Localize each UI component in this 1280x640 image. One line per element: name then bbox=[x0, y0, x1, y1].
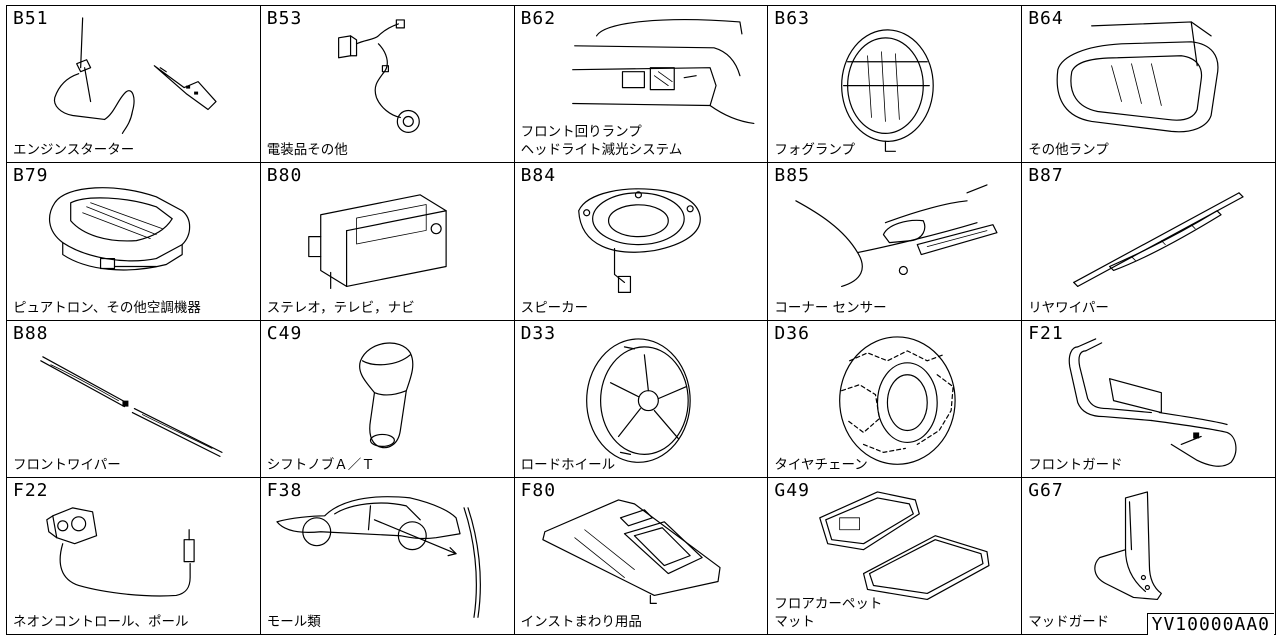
part-label: ネオンコントロール、ポール bbox=[13, 614, 189, 630]
part-label: シフトノブＡ／Ｔ bbox=[266, 456, 375, 473]
instrument-panel-accessory-illustration bbox=[541, 499, 721, 604]
part-code: F21 bbox=[1028, 322, 1064, 344]
part-code: G49 bbox=[774, 479, 810, 501]
part-label: その他ランプ bbox=[1028, 142, 1109, 159]
part-code: B88 bbox=[13, 322, 49, 344]
catalog-cell-c49[interactable]: C49 シフトノブＡ／Ｔ bbox=[260, 320, 515, 478]
catalog-cell-b79[interactable]: B79 ピュアトロン、その他空調機器 bbox=[7, 163, 261, 321]
part-label: ステレオ，テレビ，ナビ bbox=[266, 299, 415, 316]
neon-control-illustration bbox=[46, 507, 195, 597]
part-label: フロントワイパー bbox=[13, 456, 121, 473]
catalog-cell-b87[interactable]: B87 リヤワイパー bbox=[1022, 163, 1276, 321]
part-label: フロアカーペット マット bbox=[774, 596, 883, 630]
catalog-cell-d33[interactable]: D33 ロードホイール bbox=[514, 320, 769, 478]
part-code: B84 bbox=[520, 165, 557, 187]
part-label: フォグランプ bbox=[774, 142, 855, 159]
catalog-cell-f22[interactable]: F22 ネオンコントロール、ポール bbox=[7, 477, 261, 635]
floor-mat-illustration bbox=[819, 491, 990, 600]
part-label: ピュアトロン、その他空調機器 bbox=[13, 299, 201, 316]
front-guard-illustration bbox=[1068, 337, 1237, 467]
part-label: 電装品その他 bbox=[266, 142, 348, 159]
part-code: B87 bbox=[1028, 165, 1064, 187]
catalog-cell-d36[interactable]: D36 タイヤチェーン bbox=[768, 320, 1023, 478]
tire-chain-illustration bbox=[839, 335, 957, 465]
road-wheel-illustration bbox=[585, 337, 691, 463]
part-label: インストまわり用品 bbox=[520, 614, 642, 630]
corner-sensor-illustration bbox=[795, 184, 998, 288]
part-label: コーナー センサー bbox=[774, 299, 887, 316]
shift-knob-illustration bbox=[358, 341, 414, 448]
part-code: B64 bbox=[1028, 8, 1064, 29]
front-lamp-illustration bbox=[571, 19, 755, 125]
part-label: タイヤチェーン bbox=[774, 456, 868, 473]
part-code: B85 bbox=[774, 165, 810, 187]
catalog-cell-f21[interactable]: F21 フロントガード bbox=[1022, 320, 1276, 478]
catalog-cell-b85[interactable]: B85 コーナー センサー bbox=[768, 163, 1023, 321]
part-code: F38 bbox=[266, 479, 303, 501]
part-label: ロードホイール bbox=[520, 456, 616, 473]
part-code: F22 bbox=[13, 479, 49, 501]
part-code: B53 bbox=[266, 8, 303, 29]
air-purifier-illustration bbox=[49, 187, 191, 271]
part-code: G67 bbox=[1028, 479, 1064, 501]
catalog-cell-b63[interactable]: B63 フォグランプ bbox=[768, 6, 1023, 164]
engine-starter-illustration bbox=[53, 17, 217, 134]
part-code: B62 bbox=[520, 8, 557, 29]
catalog-cell-b51[interactable]: B51 エンジンスターター bbox=[7, 6, 261, 164]
body-molding-illustration bbox=[276, 495, 481, 618]
mud-guard-illustration bbox=[1094, 491, 1163, 600]
part-label: エンジンスターター bbox=[13, 142, 135, 159]
document-id: YV10000AA0 bbox=[1146, 613, 1274, 635]
catalog-cell-g49[interactable]: G49 フロアカーペット マット bbox=[768, 477, 1023, 635]
part-code: F80 bbox=[520, 479, 557, 501]
part-code: B63 bbox=[774, 8, 810, 29]
parts-catalog-grid: B51 エンジンスターター B53 電装品その他 bbox=[6, 5, 1276, 635]
speaker-illustration bbox=[577, 188, 701, 294]
catalog-cell-b64[interactable]: B64 その他ランプ bbox=[1022, 6, 1276, 164]
fog-lamp-illustration bbox=[841, 29, 935, 152]
part-code: B79 bbox=[13, 165, 49, 187]
front-wiper-illustration bbox=[40, 355, 223, 457]
part-label: モール類 bbox=[266, 614, 321, 630]
part-label: フロントガード bbox=[1028, 456, 1123, 473]
rear-wiper-illustration bbox=[1073, 192, 1244, 288]
interior-lamp-illustration bbox=[1056, 21, 1219, 133]
catalog-cell-b84[interactable]: B84 スピーカー bbox=[514, 163, 769, 321]
catalog-cell-b62[interactable]: B62 フロント回りランプ ヘッドライト減光システム bbox=[514, 6, 769, 164]
catalog-cell-f38[interactable]: F38 モール類 bbox=[260, 477, 515, 635]
part-code: B51 bbox=[13, 8, 49, 29]
part-label: マッドガード bbox=[1028, 614, 1110, 630]
catalog-cell-f80[interactable]: F80 インストまわり用品 bbox=[514, 477, 769, 635]
part-label: フロント回りランプ ヘッドライト減光システム bbox=[520, 124, 683, 159]
part-code: C49 bbox=[266, 322, 303, 344]
part-label: スピーカー bbox=[520, 299, 589, 316]
catalog-cell-b53[interactable]: B53 電装品その他 bbox=[260, 6, 515, 164]
electrical-parts-illustration bbox=[337, 19, 420, 133]
car-stereo-illustration bbox=[307, 194, 447, 290]
part-code: D33 bbox=[520, 322, 557, 344]
catalog-cell-b80[interactable]: B80 ステレオ，テレビ，ナビ bbox=[260, 163, 515, 321]
part-code: D36 bbox=[774, 322, 810, 344]
part-label: リヤワイパー bbox=[1028, 299, 1109, 316]
catalog-cell-b88[interactable]: B88 フロントワイパー bbox=[7, 320, 261, 478]
part-code: B80 bbox=[266, 165, 303, 187]
catalog-cell-g67[interactable]: G67 マッドガード bbox=[1022, 477, 1276, 635]
